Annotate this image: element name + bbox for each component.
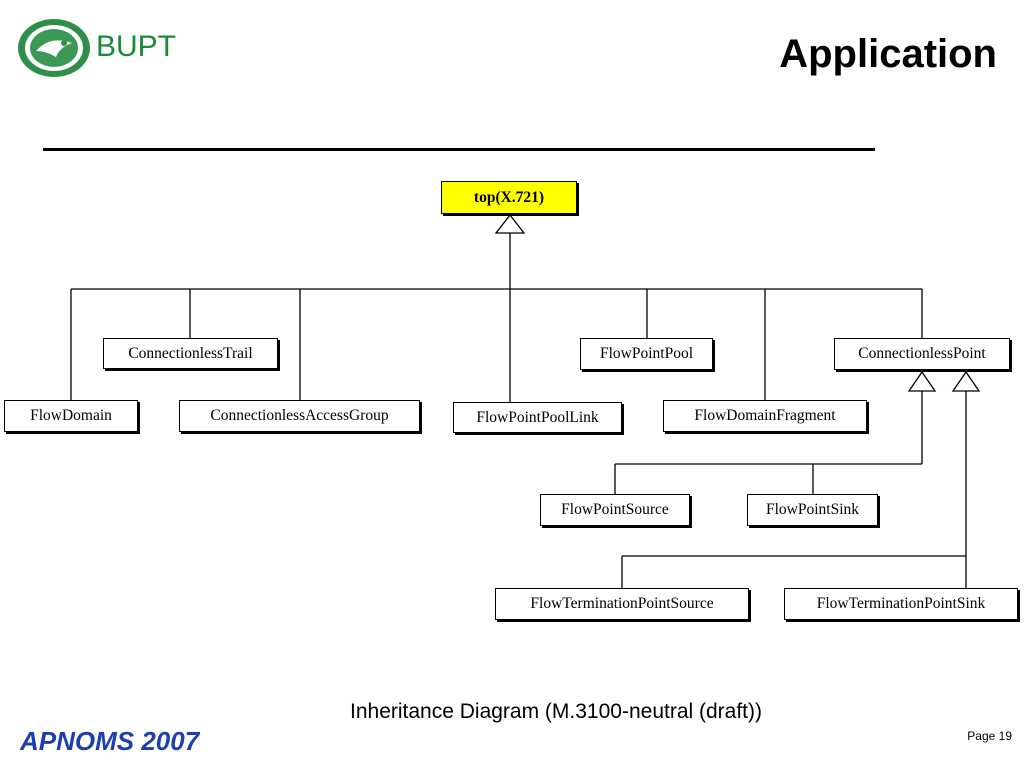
title-divider bbox=[43, 148, 875, 151]
class-connectionless-access-group: ConnectionlessAccessGroup bbox=[179, 400, 420, 432]
class-top-x721: top(X.721) bbox=[441, 181, 577, 214]
class-flow-point-sink: FlowPointSink bbox=[747, 494, 878, 526]
class-flow-domain-fragment: FlowDomainFragment bbox=[663, 400, 867, 432]
class-flow-termination-point-sink: FlowTerminationPointSink bbox=[784, 588, 1018, 620]
class-flow-point-source: FlowPointSource bbox=[540, 494, 690, 526]
class-connectionless-point: ConnectionlessPoint bbox=[834, 338, 1010, 370]
class-flow-point-pool-link: FlowPointPoolLink bbox=[453, 402, 622, 433]
brand-name: BUPT bbox=[96, 30, 177, 63]
page-number: Page 19 bbox=[967, 729, 1012, 743]
class-flow-termination-point-source: FlowTerminationPointSource bbox=[495, 588, 749, 620]
slide-title: Application bbox=[779, 32, 997, 76]
class-flow-domain: FlowDomain bbox=[4, 400, 138, 432]
event-name: APNOMS 2007 bbox=[20, 726, 200, 756]
class-connectionless-trail: ConnectionlessTrail bbox=[103, 338, 278, 369]
university-seal-logo bbox=[18, 19, 90, 77]
diagram-caption: Inheritance Diagram (M.3100-neutral (dra… bbox=[350, 700, 763, 723]
class-flow-point-pool: FlowPointPool bbox=[580, 338, 713, 370]
